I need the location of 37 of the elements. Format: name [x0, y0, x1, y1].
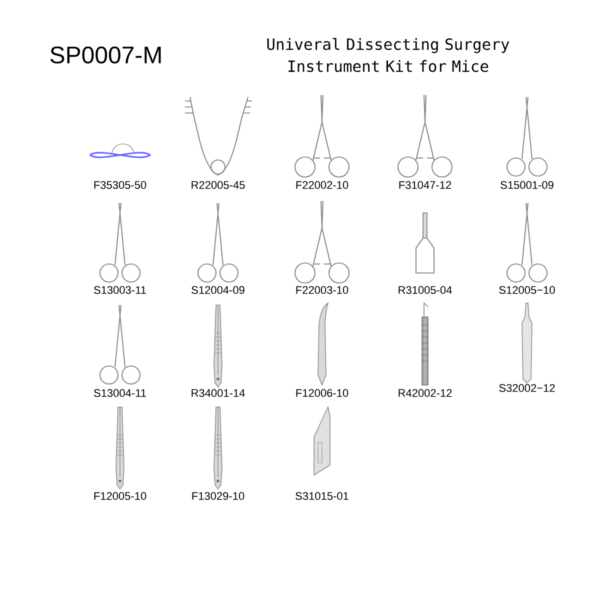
clamp-drawing: [415, 212, 435, 274]
item-code: R31005-04: [398, 286, 452, 294]
item-code: S32002−12: [499, 384, 555, 392]
scissors-drawing: [506, 202, 548, 283]
item-code: F22003-10: [296, 286, 348, 294]
forceps-drawing: [116, 406, 124, 490]
item-code: F12005-10: [94, 492, 146, 500]
item-code: R34001-14: [192, 389, 245, 397]
hemostat-drawing: [294, 94, 350, 178]
scalpel-handle-drawing: [522, 302, 532, 384]
item-code: S31015-01: [296, 492, 348, 500]
item-code: S13004-11: [94, 389, 146, 397]
probe-drawing: [422, 302, 428, 386]
item-code: F22002-10: [296, 181, 348, 189]
scissors-drawing: [99, 202, 141, 283]
hemostat-drawing: [397, 94, 453, 178]
tubing-drawing: [90, 144, 151, 158]
item-code: R42002-12: [398, 389, 452, 397]
forceps-drawing: [214, 406, 222, 490]
title: Univeral Dissecting Surgery Instrument Kit for Mice: [267, 38, 510, 72]
scissors-drawing: [99, 304, 141, 385]
item-code: S13003-11: [94, 286, 146, 294]
retractor-drawing: [184, 96, 253, 176]
forceps-drawing: [214, 304, 222, 388]
forceps-drawing: [318, 302, 328, 386]
scissors-drawing: [197, 202, 239, 283]
item-code: F13029-10: [192, 492, 244, 500]
scissors-drawing: [506, 96, 548, 177]
item-code: S12005−10: [499, 286, 555, 294]
item-code: F35305-50: [94, 181, 146, 189]
item-code: R22005-45: [192, 181, 245, 189]
item-code: S12004-09: [192, 286, 244, 294]
kit-code: SP0007-M: [50, 46, 161, 64]
item-code: F12006-10: [296, 389, 348, 397]
item-code: F31047-12: [399, 181, 452, 189]
hemostat-drawing: [294, 200, 350, 284]
item-code: S15001-09: [500, 181, 554, 189]
